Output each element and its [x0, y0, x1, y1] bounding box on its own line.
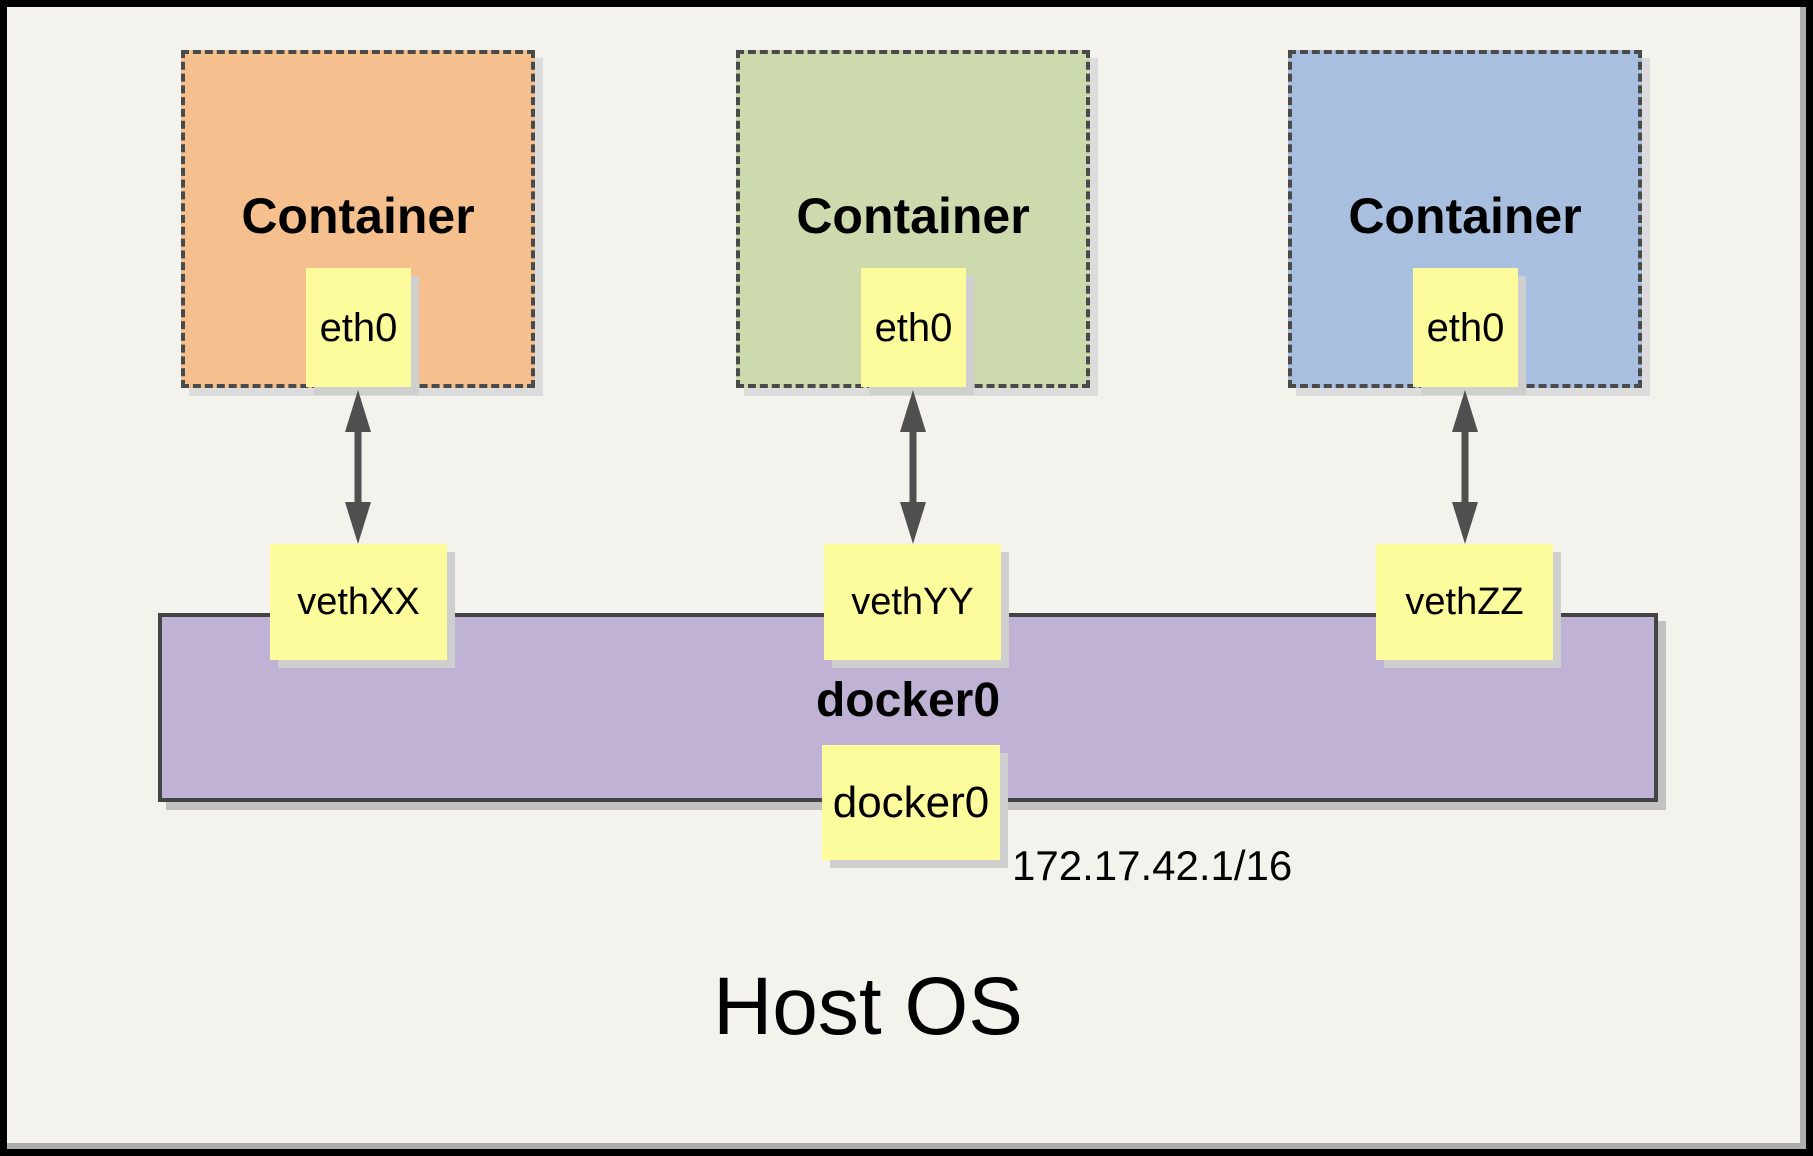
- eth0-interface-box: eth0: [306, 268, 411, 387]
- veth-interface-label: vethZZ: [1405, 581, 1524, 623]
- container-label: Container: [1348, 188, 1582, 244]
- container-label: Container: [796, 188, 1030, 244]
- bridge-ip-address: 172.17.42.1/16: [1012, 842, 1293, 889]
- bidirectional-arrow-icon: [345, 390, 371, 544]
- eth0-interface-box: eth0: [1413, 268, 1518, 387]
- eth0-interface-box: eth0: [861, 268, 966, 387]
- eth0-interface-label: eth0: [319, 305, 398, 350]
- container-label: Container: [241, 188, 475, 244]
- docker0-bridge-label: docker0: [815, 674, 1001, 727]
- veth-interface-box: vethZZ: [1376, 544, 1553, 660]
- bidirectional-arrow-icon: [900, 390, 926, 544]
- eth0-interface-label: eth0: [1426, 305, 1505, 350]
- eth0-interface-label: eth0: [874, 305, 953, 350]
- veth-interface-label: vethYY: [851, 581, 974, 623]
- docker0-interface-box: docker0: [822, 745, 1000, 860]
- veth-interface-box: vethYY: [824, 544, 1001, 660]
- veth-interface-box: vethXX: [270, 544, 447, 660]
- host-os-label: Host OS: [713, 961, 1023, 1052]
- docker0-interface-label: docker0: [832, 777, 990, 827]
- veth-interface-label: vethXX: [297, 581, 420, 623]
- bidirectional-arrow-icon: [1452, 390, 1478, 544]
